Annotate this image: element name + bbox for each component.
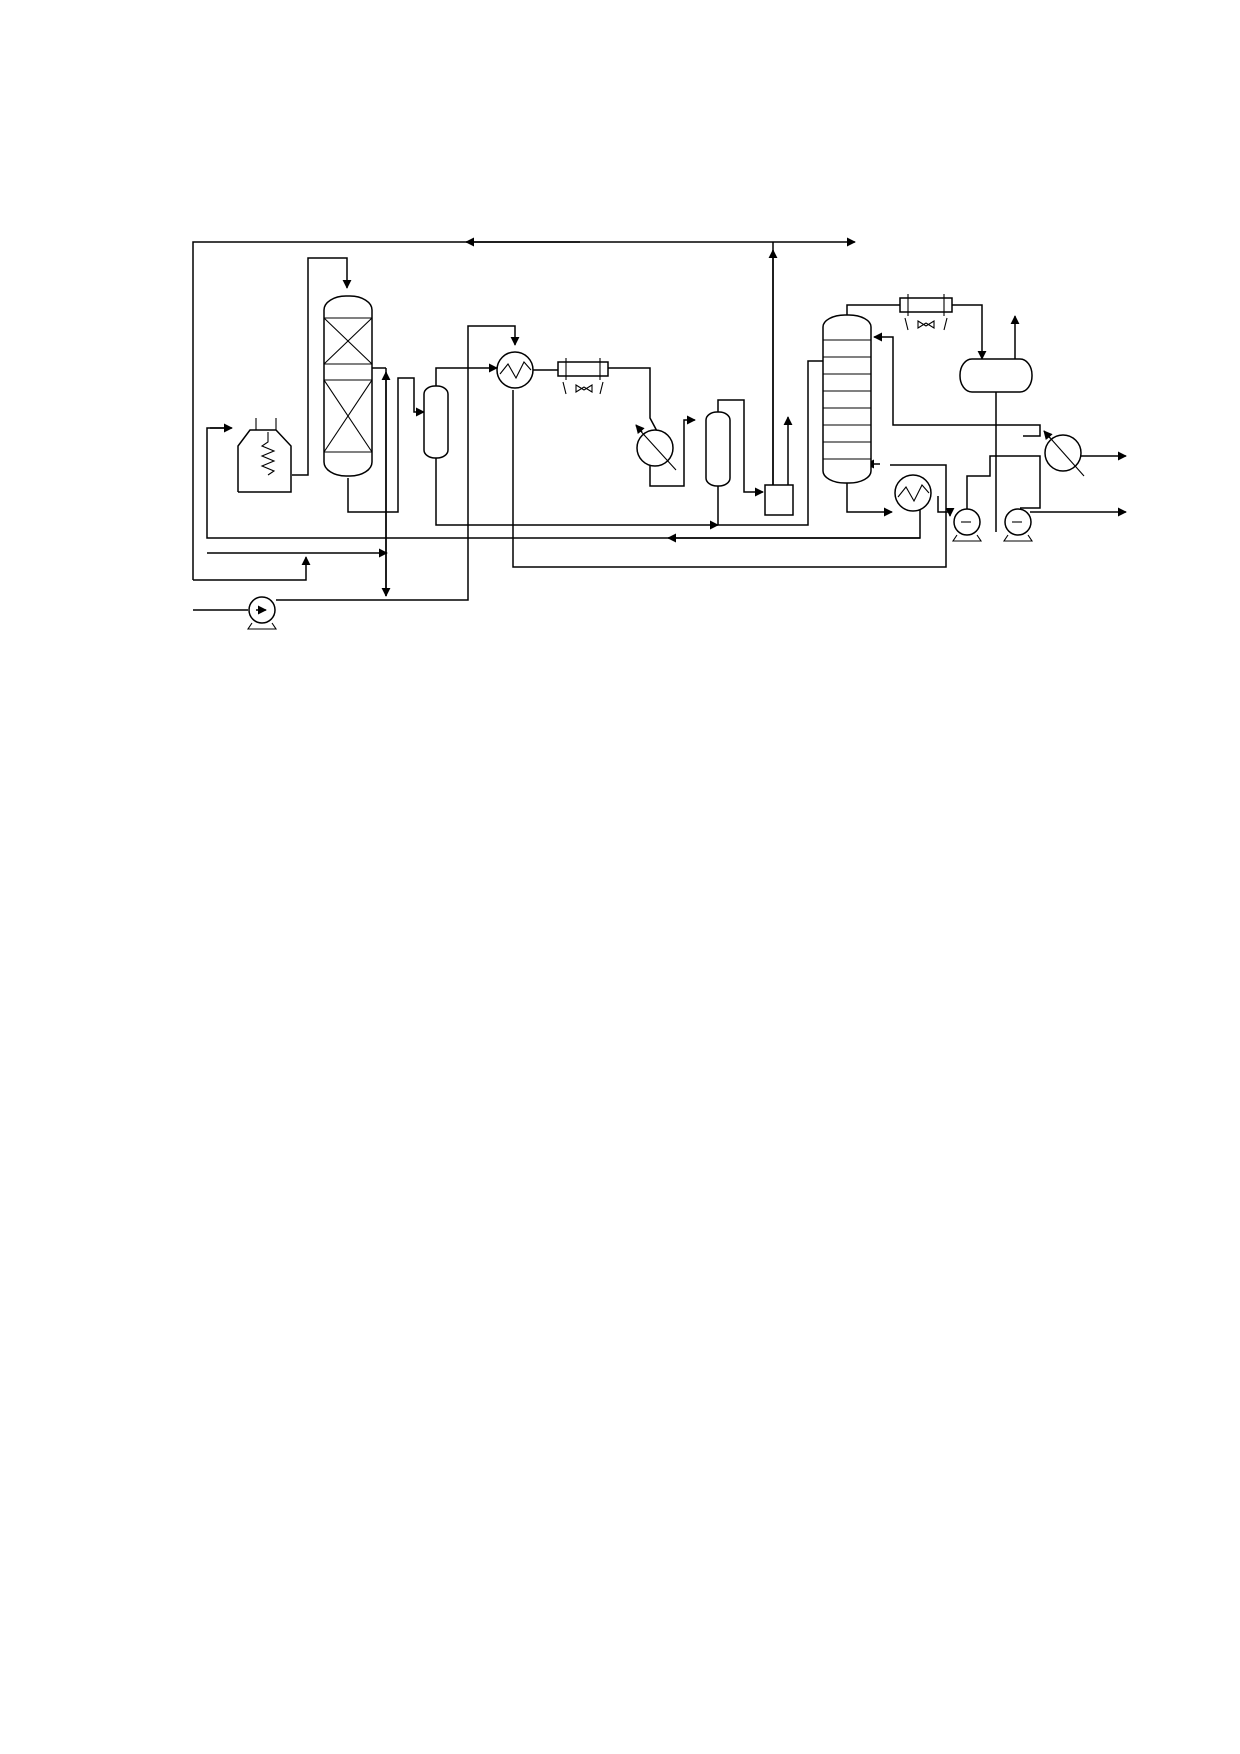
light-product: [1030, 451, 1127, 517]
trim-cooler: [635, 424, 677, 471]
drum2-lines: [717, 242, 823, 526]
bottoms-product: [846, 480, 955, 517]
small-vessel: [764, 484, 794, 516]
separator-drum-2: [705, 411, 731, 487]
fired-heater: [237, 418, 292, 493]
recycle-gas-header: [192, 237, 856, 580]
effluent-to-coolers: [533, 367, 696, 487]
recycle-lines-bottom: [193, 390, 947, 581]
overhead-vapor: [846, 304, 1020, 360]
product-cooler: [1043, 430, 1085, 477]
reflux-return: [865, 332, 1041, 532]
reactor: [323, 295, 373, 477]
bottoms-pump: [1002, 508, 1034, 542]
reflux-drum: [959, 358, 1033, 393]
separator-drum-1: [423, 385, 449, 459]
feed-effluent-exchanger: [496, 351, 534, 389]
reactor-feed: [292, 257, 352, 476]
air-cooler-2: [899, 294, 953, 331]
drum1-vapor: [435, 363, 719, 530]
feed-line: [193, 325, 520, 611]
bottoms-exchanger: [894, 474, 932, 512]
reactor-effluent: [347, 377, 425, 513]
fractionator: [822, 314, 872, 484]
feed-pump: [246, 596, 278, 630]
air-cooler-1: [557, 358, 609, 395]
reflux-pump: [951, 508, 983, 542]
